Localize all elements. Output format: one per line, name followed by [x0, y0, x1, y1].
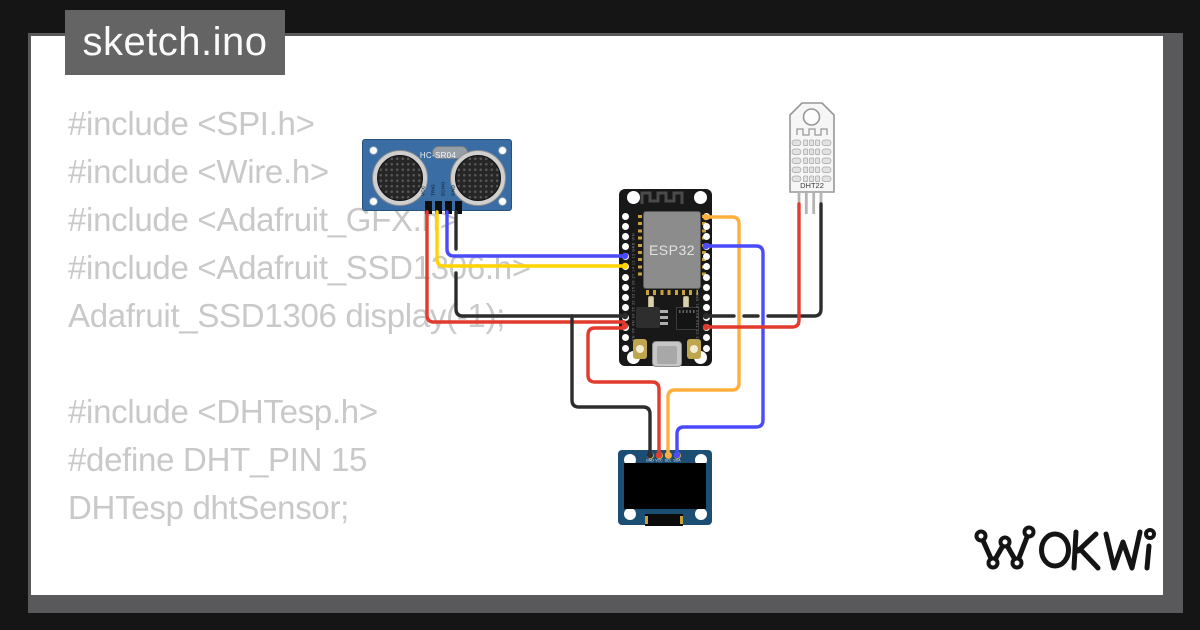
- ultrasonic-transmitter: [372, 150, 428, 206]
- mounting-hole: [626, 190, 640, 204]
- hcsr04-pin-header[interactable]: VCC TRIG ECHO GND: [363, 140, 511, 214]
- transducer-mesh: [377, 155, 423, 201]
- esp32-pin[interactable]: [702, 303, 710, 311]
- hcsr04-pin-label: GND: [449, 185, 455, 196]
- esp32-pin[interactable]: [702, 314, 710, 322]
- code-line: #include <Adafruit_SSD1306.h>: [68, 249, 531, 286]
- esp32-pin[interactable]: [702, 344, 710, 352]
- mounting-hole: [693, 190, 707, 204]
- esp32-pin[interactable]: [621, 273, 629, 281]
- esp32-pin[interactable]: [621, 303, 629, 311]
- esp32-pin[interactable]: [702, 222, 710, 230]
- esp32-pin[interactable]: [702, 253, 710, 261]
- dht22-pins[interactable]: [797, 192, 823, 214]
- hcsr04-board[interactable]: HC-SR04 VCC TRIG ECHO GND: [362, 139, 512, 214]
- oled-flex-connector: [645, 514, 683, 526]
- mounting-hole: [695, 508, 707, 520]
- oled-pin-label: SCL: [664, 458, 672, 463]
- mounting-hole: [369, 197, 378, 206]
- wokwi-logo: [974, 525, 1156, 571]
- file-tab-label: sketch.ino: [82, 20, 268, 64]
- oled-screen: [624, 463, 706, 509]
- dht22-notch-pattern: [796, 128, 828, 136]
- mounting-hole: [498, 197, 507, 206]
- code-preview: #include <SPI.h> #include <Wire.h> #includ…: [68, 100, 531, 532]
- esp32-pin[interactable]: [621, 253, 629, 261]
- code-line: DHTesp dhtSensor;: [68, 489, 350, 526]
- mounting-hole: [369, 146, 378, 155]
- wifi-antenna-icon: [640, 191, 684, 204]
- transducer-mesh: [455, 155, 501, 201]
- esp32-pin[interactable]: [702, 243, 710, 251]
- dht22-hole: [802, 108, 821, 126]
- esp32-pin[interactable]: [702, 263, 710, 271]
- hcsr04-pin-label: VCC: [419, 185, 425, 196]
- esp32-pin[interactable]: [702, 334, 710, 342]
- hcsr04-pin-label: ECHO: [439, 181, 445, 196]
- esp32-pin[interactable]: [621, 263, 629, 271]
- esp32-pin[interactable]: [702, 293, 710, 301]
- oled-pin[interactable]: [655, 451, 663, 459]
- hcsr04-pin[interactable]: [454, 201, 462, 214]
- mounting-hole: [498, 146, 507, 155]
- oled-pin-label: VCC: [655, 458, 663, 463]
- hcsr04-label: HC-SR04: [419, 151, 457, 160]
- esp32-pin[interactable]: [702, 324, 710, 332]
- oled-pin[interactable]: [646, 451, 654, 459]
- oled-pin-label: GND: [646, 458, 654, 463]
- hcsr04-pin[interactable]: [424, 201, 432, 214]
- code-line: #define DHT_PIN 15: [68, 441, 368, 478]
- dht22-label: DHT22: [800, 181, 824, 190]
- esp32-pin-header[interactable]: [619, 189, 712, 366]
- ultrasonic-receiver: [450, 150, 506, 206]
- esp32-pin[interactable]: [702, 212, 710, 220]
- esp32-pin[interactable]: [621, 344, 629, 352]
- dht22-vents: [791, 139, 832, 182]
- hcsr04-pin-label: TRIG: [429, 184, 435, 196]
- esp32-pin[interactable]: [621, 293, 629, 301]
- hcsr04-pin[interactable]: [444, 201, 452, 214]
- esp32-pin[interactable]: [621, 314, 629, 322]
- code-line: #include <Wire.h>: [68, 153, 329, 190]
- esp32-pin[interactable]: [702, 283, 710, 291]
- file-tab[interactable]: sketch.ino: [65, 10, 285, 75]
- chip-pads: [638, 215, 642, 279]
- esp32-pin[interactable]: [621, 212, 629, 220]
- oled-pin[interactable]: [664, 451, 672, 459]
- esp32-pin[interactable]: [621, 324, 629, 332]
- esp32-pin[interactable]: [621, 222, 629, 230]
- esp32-pin[interactable]: [702, 232, 710, 240]
- esp32-pin[interactable]: [621, 232, 629, 240]
- esp32-pin[interactable]: [621, 334, 629, 342]
- code-line: #include <DHTesp.h>: [68, 393, 378, 430]
- hcsr04-pin[interactable]: [434, 201, 442, 214]
- dht22-sensor[interactable]: DHT22: [787, 100, 837, 218]
- esp32-pin[interactable]: [621, 243, 629, 251]
- esp32-pin[interactable]: [621, 283, 629, 291]
- oled-pin[interactable]: [673, 451, 681, 459]
- code-line: Adafruit_SSD1306 display(-1);: [68, 297, 506, 334]
- oled-pin-label: SDA: [673, 458, 681, 463]
- code-line: #include <SPI.h>: [68, 105, 315, 142]
- code-line: [68, 340, 531, 388]
- esp32-pin[interactable]: [702, 273, 710, 281]
- mounting-hole: [624, 508, 636, 520]
- esp32-board[interactable]: ESP32 EN VP VN 34 35 32 33 25 26 27 14 1…: [619, 189, 712, 367]
